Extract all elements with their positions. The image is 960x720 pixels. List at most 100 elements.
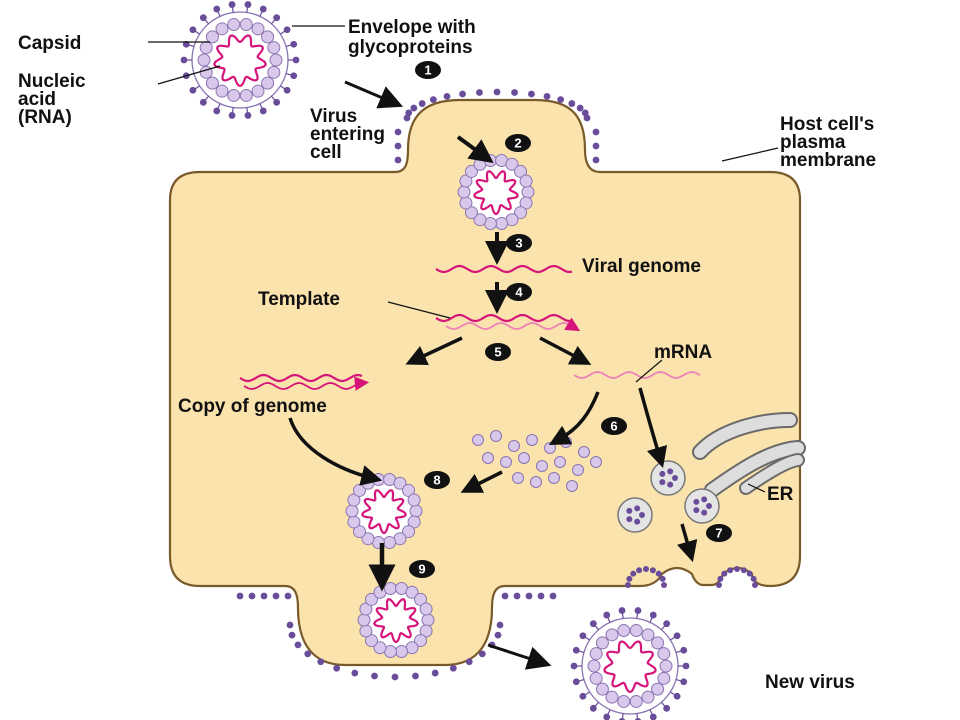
- capsomere: [359, 602, 373, 616]
- glycoprotein: [659, 575, 666, 582]
- capsomere: [419, 624, 433, 638]
- rna-strand: [435, 264, 573, 274]
- glycoprotein: [213, 107, 221, 115]
- glycoprotein: [394, 128, 402, 136]
- glycoprotein: [721, 570, 728, 577]
- capsomere: [544, 442, 556, 454]
- capsomere: [590, 456, 602, 468]
- glycoprotein: [592, 142, 600, 150]
- glycoprotein: [180, 56, 188, 64]
- capsomere: [383, 581, 397, 595]
- glycoprotein: [371, 672, 378, 680]
- capsomere: [605, 690, 619, 704]
- glycoprotein: [236, 592, 244, 600]
- capsomere: [508, 440, 520, 452]
- svg-text:5: 5: [494, 345, 501, 360]
- glycoprotein: [189, 26, 197, 34]
- glycoprotein: [494, 631, 502, 639]
- glycoprotein: [429, 96, 437, 104]
- capsomere: [457, 185, 471, 199]
- leader-lines: [148, 25, 779, 493]
- glycoprotein: [693, 507, 700, 514]
- capsomere: [505, 157, 519, 171]
- glycoprotein: [592, 156, 600, 164]
- glycoprotein: [496, 621, 504, 629]
- capsomere: [530, 476, 542, 488]
- glycoprotein: [317, 658, 325, 666]
- capsomere: [605, 628, 619, 642]
- capsomere: [359, 624, 373, 638]
- glycoprotein: [394, 142, 402, 150]
- step-badge-7: 7: [706, 524, 732, 542]
- glycoprotein: [659, 479, 666, 486]
- glycoprotein: [649, 611, 657, 619]
- glycoprotein: [557, 96, 565, 104]
- host-membrane-label-2: plasma: [780, 132, 846, 153]
- glycoprotein: [443, 92, 451, 100]
- glycoprotein: [549, 592, 557, 600]
- glycoprotein: [259, 5, 267, 13]
- glycoprotein: [478, 650, 486, 658]
- glycoprotein: [680, 678, 688, 686]
- capsomere: [347, 493, 361, 507]
- nucleic-acid-label-2: acid: [18, 89, 56, 110]
- capsomere: [629, 624, 643, 638]
- glycoprotein: [283, 86, 291, 94]
- capsomere: [472, 434, 484, 446]
- glycoprotein: [634, 518, 641, 525]
- glycoprotein: [682, 662, 690, 670]
- glycoprotein: [630, 570, 637, 577]
- rna-strand: [573, 371, 701, 379]
- glycoprotein: [465, 658, 473, 666]
- glycoprotein: [649, 567, 656, 574]
- glycoprotein: [603, 611, 611, 619]
- glycoprotein: [576, 104, 584, 112]
- capsomere: [651, 682, 665, 696]
- capsomere: [364, 592, 378, 606]
- capsomere: [261, 76, 275, 90]
- capsomere: [657, 647, 671, 661]
- glycoprotein: [626, 507, 633, 514]
- glycoprotein: [284, 592, 292, 600]
- glycoprotein: [673, 632, 681, 640]
- glycoprotein: [649, 713, 657, 720]
- glycoprotein: [248, 592, 256, 600]
- viral-rna: [373, 598, 419, 644]
- capsomere: [641, 690, 655, 704]
- glycoprotein: [228, 112, 236, 119]
- capsomere: [521, 185, 535, 199]
- capsomere: [578, 446, 590, 458]
- glycoprotein: [634, 607, 642, 614]
- capsomere: [587, 659, 601, 673]
- glycoprotein: [603, 713, 611, 720]
- capsomere: [215, 84, 229, 98]
- capsomere: [267, 65, 281, 79]
- capsomere: [548, 472, 560, 484]
- glycoprotein: [592, 128, 600, 136]
- glycoprotein: [394, 156, 402, 164]
- glycoprotein: [244, 1, 252, 8]
- capsomere: [402, 483, 416, 497]
- glycoprotein: [244, 112, 252, 119]
- glycoprotein: [673, 692, 681, 700]
- glycoprotein: [672, 475, 678, 481]
- capsomere: [414, 592, 428, 606]
- glycoprotein: [273, 14, 281, 22]
- glycoprotein: [501, 592, 509, 600]
- glycoprotein: [667, 481, 674, 488]
- capsomere: [419, 602, 433, 616]
- capsomere: [205, 76, 219, 90]
- step-badge-5: 5: [485, 343, 511, 361]
- capsomere: [473, 213, 487, 227]
- glycoprotein: [513, 592, 521, 600]
- capsomere: [657, 671, 671, 685]
- nucleic-acid-label-3: (RNA): [18, 107, 72, 128]
- capsomere: [482, 452, 494, 464]
- capsomere: [405, 585, 419, 599]
- glycoprotein: [273, 98, 281, 106]
- capsomere: [402, 525, 416, 539]
- glycoprotein-vesicles: [617, 460, 720, 533]
- capsomere: [371, 472, 385, 486]
- capsomere: [239, 18, 253, 32]
